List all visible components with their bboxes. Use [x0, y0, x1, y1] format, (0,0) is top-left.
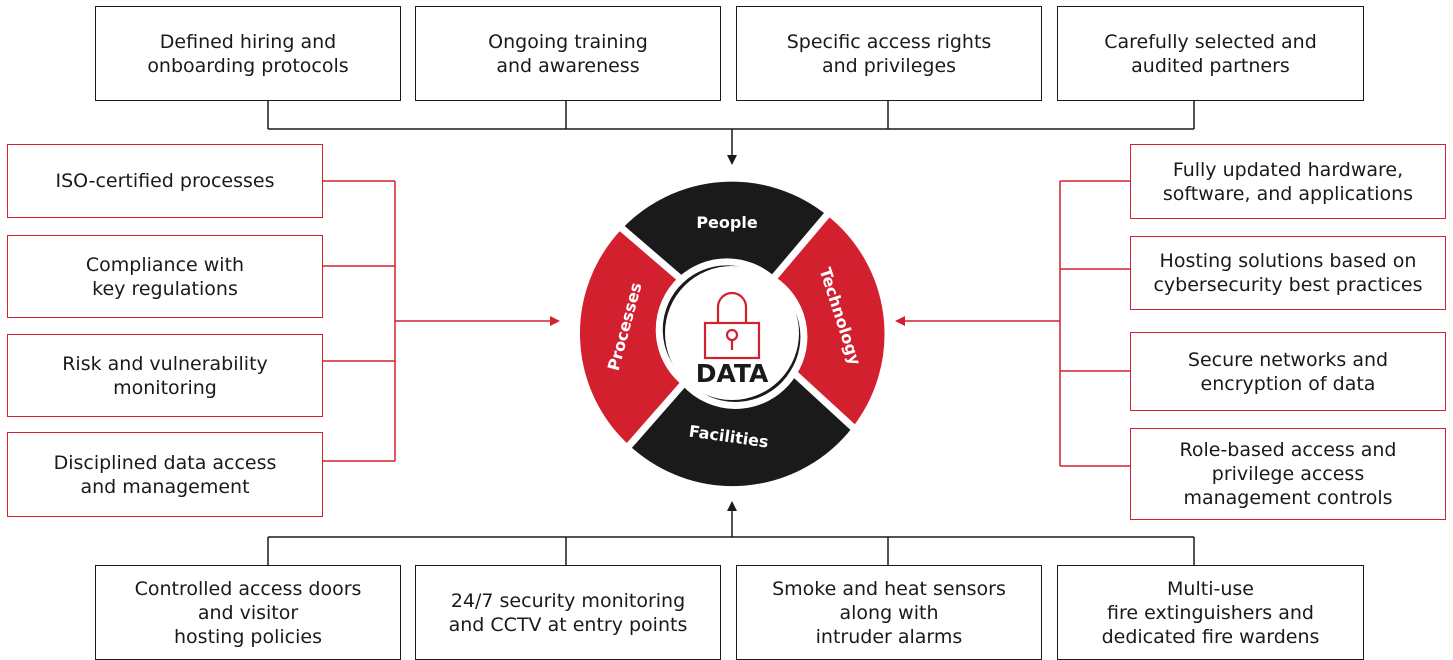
box-text-line: fire extinguishers and [1107, 601, 1314, 624]
box-text-line: and privileges [821, 54, 957, 77]
data-label: DATA [696, 359, 769, 388]
box-text-line: encryption of data [1200, 372, 1376, 395]
right-box-hardware: Fully updated hardware,software, and app… [1130, 144, 1446, 219]
box-text-line: Hosting solutions based on [1159, 250, 1417, 272]
box-text-line: Defined hiring and [159, 30, 337, 53]
box-text-line: management controls [1183, 487, 1393, 509]
box-text-line: Smoke and heat sensors [772, 577, 1006, 600]
top-connector [267, 101, 1195, 165]
box-text-line: privilege access [1211, 463, 1365, 485]
box-text-line: Controlled access doors [134, 577, 362, 600]
box-text-line: and awareness [496, 54, 640, 77]
ring-segment-facilities [622, 367, 860, 494]
box-text-line: and management [80, 475, 250, 498]
box-text-line: software, and applications [1162, 182, 1414, 205]
box-text-line: dedicated fire wardens [1101, 625, 1320, 648]
box-text-line: cybersecurity best practices [1153, 274, 1423, 296]
box-text-line: onboarding protocols [147, 54, 349, 77]
box-text-line: 24/7 security monitoring [450, 589, 686, 612]
ring-segment-processes [573, 221, 690, 453]
ring-segment-technology [767, 207, 892, 435]
box-text-line: audited partners [1131, 54, 1290, 77]
left-connector [323, 180, 560, 462]
box-text-line: Risk and vulnerability [62, 352, 268, 375]
left-box-iso: ISO-certified processes [7, 144, 323, 218]
ring-segment-people [614, 174, 835, 285]
box-text-line: Multi-use [1167, 577, 1254, 600]
ring-label-people: People [696, 213, 758, 232]
box-text-line: Role-based access and [1179, 439, 1397, 461]
box-text-line: Disciplined data access [53, 451, 277, 474]
box-text-line: intruder alarms [815, 625, 963, 648]
box-text-line: and CCTV at entry points [448, 613, 688, 636]
bottom-connector [267, 501, 1195, 565]
lock-icon [703, 291, 761, 360]
data-ring: People Technology Facilities Processes D… [573, 174, 892, 494]
box-text-line: Ongoing training [488, 30, 648, 53]
box-text-line: Carefully selected and [1104, 30, 1317, 53]
box-text-line: Specific access rights [786, 30, 992, 53]
box-text-line: Secure networks and [1187, 348, 1389, 371]
box-text-line: and visitor [197, 601, 299, 624]
box-text-line: Compliance with [85, 253, 245, 276]
box-text-line: Fully updated hardware, [1172, 158, 1404, 181]
box-text-line: along with [839, 601, 939, 624]
box-text-line: ISO-certified processes [55, 170, 275, 192]
box-text-line: hosting policies [174, 625, 322, 648]
right-connector [895, 180, 1130, 467]
box-text-line: monitoring [113, 376, 217, 399]
box-text-line: key regulations [92, 277, 238, 300]
